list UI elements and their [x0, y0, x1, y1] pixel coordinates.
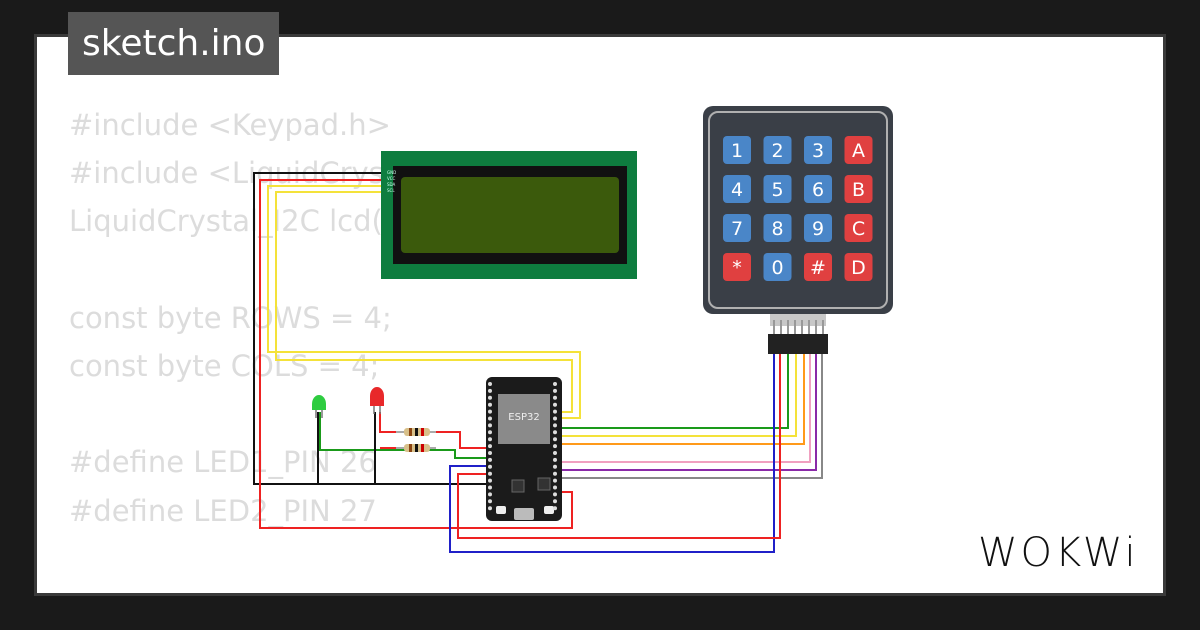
keypad-pin-legs — [773, 320, 824, 334]
code-line: #define LED1_PIN 26 — [69, 445, 377, 480]
keypad-key-5[interactable]: 5 — [763, 175, 792, 203]
lcd-pin-label: GND — [387, 170, 396, 175]
code-line: #define LED2_PIN 27 — [69, 493, 377, 528]
keypad-keys: 1 2 3 A 4 5 6 B 7 8 9 C * 0 # D — [723, 136, 873, 281]
wire-kp-gray — [560, 352, 823, 479]
keypad-key-label: * — [732, 257, 742, 279]
resistor-1[interactable] — [396, 428, 436, 436]
wire-kp-yellow — [560, 352, 797, 437]
lcd-pin-labels: GND VCC SDA SCL — [387, 170, 396, 193]
keypad-pins — [770, 314, 826, 326]
wire-yellow-scl — [275, 191, 573, 413]
keypad-key-label: # — [810, 257, 826, 279]
wires — [253, 172, 823, 553]
wire-kp-blue — [449, 352, 775, 553]
usb-port — [514, 508, 534, 520]
keypad-key-label: D — [851, 257, 866, 279]
keypad-key-6[interactable]: 6 — [804, 175, 832, 203]
code-line: const byte ROWS = 4; — [69, 300, 392, 335]
wire-yellow-sda — [267, 185, 581, 419]
keypad-key-7[interactable]: 7 — [723, 214, 751, 242]
keypad-key-label: 6 — [812, 179, 824, 201]
wokwi-logo: WOKWi — [978, 530, 1139, 576]
esp32-pins-left — [488, 382, 492, 511]
keypad-key-label: 7 — [731, 218, 743, 240]
code-line: char Keys[ROWS][COLS] = { — [69, 583, 569, 593]
keypad-key-0[interactable]: 0 — [763, 253, 792, 281]
keypad-key-8[interactable]: 8 — [763, 214, 792, 242]
lcd-pin-label: SDA — [387, 182, 396, 187]
keypad-key-label: A — [852, 140, 865, 162]
wire-kp-green — [560, 352, 789, 429]
wire-red-vcc — [259, 179, 573, 529]
keypad-key-label: C — [852, 218, 865, 240]
esp32-board[interactable]: ESP32 — [486, 377, 562, 521]
wire-kp-pink — [560, 352, 811, 463]
keypad-key-label: 2 — [771, 140, 783, 162]
keypad-key-4[interactable]: 4 — [723, 175, 751, 203]
keypad[interactable]: 1 2 3 A 4 5 6 B 7 8 9 C * 0 # D — [703, 106, 893, 354]
keypad-key-label: 0 — [771, 257, 783, 279]
wire-red-r1 — [379, 412, 400, 433]
wire-kp-purple — [560, 352, 817, 471]
keypad-key-D[interactable]: D — [844, 253, 873, 281]
keypad-key-9[interactable]: 9 — [804, 214, 832, 242]
keypad-header — [768, 334, 828, 354]
esp32-module — [498, 394, 550, 444]
led-red[interactable] — [370, 387, 384, 414]
keypad-key-*[interactable]: * — [723, 253, 751, 281]
keypad-key-label: 1 — [731, 140, 743, 162]
esp32-pins-right — [553, 382, 557, 511]
lcd-pin-label: SCL — [387, 188, 395, 193]
wire-kp-orange — [560, 352, 805, 445]
lcd-screen — [401, 177, 619, 253]
keypad-key-#[interactable]: # — [804, 253, 832, 281]
keypad-key-1[interactable]: 1 — [723, 136, 751, 164]
boot-button[interactable] — [496, 506, 506, 514]
lcd-pin-label: VCC — [387, 176, 396, 181]
lcd-module[interactable]: GND VCC SDA SCL — [381, 151, 637, 279]
keypad-key-C[interactable]: C — [844, 214, 873, 242]
esp32-chip — [511, 479, 525, 493]
keypad-key-label: B — [852, 179, 865, 201]
keypad-key-3[interactable]: 3 — [804, 136, 832, 164]
keypad-border — [708, 111, 888, 309]
esp32-chip — [537, 477, 551, 491]
wire-black — [253, 172, 490, 485]
file-tab[interactable]: sketch.ino — [68, 12, 280, 75]
resistor-2[interactable] — [396, 444, 436, 452]
keypad-key-label: 3 — [812, 140, 824, 162]
led-green[interactable] — [312, 395, 326, 418]
wire-green-led — [319, 412, 490, 459]
code-line: #include <Keypad.h> — [69, 108, 391, 142]
esp32-label: ESP32 — [508, 412, 539, 423]
code-line: const byte COLS = 4; — [69, 348, 380, 383]
wire-kp-red — [457, 352, 781, 539]
keypad-key-2[interactable]: 2 — [763, 136, 792, 164]
wire-red-r1b — [430, 431, 490, 449]
keypad-key-A[interactable]: A — [844, 136, 873, 164]
keypad-key-label: 4 — [731, 179, 743, 201]
reset-button[interactable] — [544, 506, 554, 514]
keypad-key-label: 5 — [771, 179, 783, 201]
keypad-key-label: 9 — [812, 218, 824, 240]
keypad-key-label: 8 — [771, 218, 783, 240]
keypad-key-B[interactable]: B — [844, 175, 873, 203]
